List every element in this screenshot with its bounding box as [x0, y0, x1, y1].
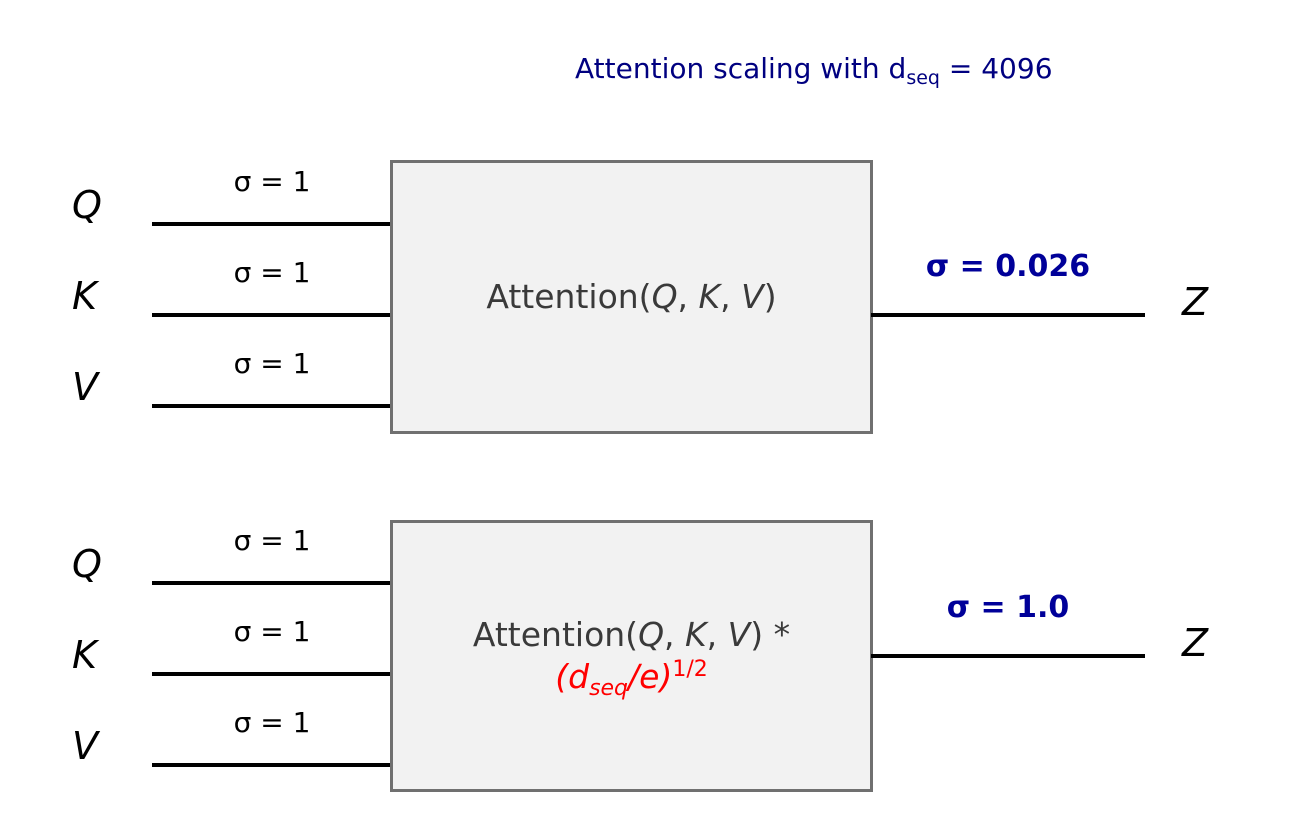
- port-label-z: Z: [1182, 621, 1209, 665]
- sigma-label-input-k: σ = 1: [233, 256, 311, 289]
- op-label-v: V: [727, 615, 751, 655]
- block-scaled-attention: σ = 1 σ = 1 σ = 1 Q K V Attention(Q, K, …: [0, 360, 1293, 828]
- scaled-attention-op-label: Attention(Q, K, V) * (dseq/e)1/2: [473, 614, 790, 701]
- wire-input-q: [152, 581, 392, 585]
- sigma-label-input-k: σ = 1: [233, 615, 311, 648]
- wire-input-k: [152, 672, 392, 676]
- op-label-sep1: ,: [677, 277, 699, 317]
- formula-subscript: seq: [589, 676, 629, 701]
- op-label-prefix: Attention(: [486, 277, 652, 317]
- op-label-sep1: ,: [664, 615, 686, 655]
- formula-mid: /e): [628, 657, 673, 696]
- port-label-k: K: [72, 633, 97, 677]
- op-label-suffix: ) *: [750, 615, 791, 655]
- port-label-z: Z: [1182, 280, 1209, 324]
- sigma-label-input-v: σ = 1: [233, 347, 311, 380]
- figure-title-prefix: Attention scaling with d: [575, 52, 907, 85]
- op-label-prefix: Attention(: [472, 615, 639, 655]
- figure-title: Attention scaling with dseq = 4096: [575, 52, 1053, 89]
- wire-input-v: [152, 763, 392, 767]
- wire-input-k: [152, 313, 392, 317]
- port-label-q: Q: [72, 183, 102, 227]
- attention-op-label: Attention(Q, K, V): [486, 276, 776, 318]
- sigma-label-output-z: σ = 0.026: [925, 249, 1091, 284]
- scale-factor-formula: (dseq/e)1/2: [473, 656, 790, 701]
- op-label-v: V: [741, 277, 764, 317]
- scaled-attention-op-box: Attention(Q, K, V) * (dseq/e)1/2: [390, 520, 873, 792]
- port-label-v: V: [72, 724, 98, 768]
- sigma-label-input-q: σ = 1: [233, 524, 311, 557]
- op-label-suffix: ): [763, 277, 777, 317]
- port-label-k: K: [72, 274, 97, 318]
- figure-title-suffix: = 4096: [939, 52, 1053, 85]
- sigma-label-input-q: σ = 1: [233, 165, 311, 198]
- wire-output-z: [871, 654, 1145, 658]
- op-label-q: Q: [638, 615, 665, 655]
- port-label-q: Q: [72, 542, 102, 586]
- block-unscaled-attention: σ = 1 σ = 1 σ = 1 Q K V Attention(Q, K, …: [72, 160, 1209, 434]
- sigma-label-input-v: σ = 1: [233, 706, 311, 739]
- formula-open: (d: [555, 657, 590, 696]
- wire-output-z: [871, 313, 1145, 317]
- formula-superscript: 1/2: [672, 657, 708, 682]
- op-label-k: K: [698, 277, 721, 317]
- op-label-sep2: ,: [706, 615, 728, 655]
- attention-op-box: Attention(Q, K, V): [390, 160, 873, 434]
- op-label-k: K: [685, 615, 707, 655]
- op-label-q: Q: [651, 277, 678, 317]
- op-label-sep2: ,: [720, 277, 742, 317]
- wire-input-q: [152, 222, 392, 226]
- figure-title-subscript: seq: [906, 67, 940, 89]
- wire-input-v: [152, 404, 392, 408]
- sigma-label-output-z: σ = 1.0: [946, 590, 1070, 625]
- port-label-v: V: [72, 365, 98, 409]
- op-label-line1: Attention(Q, K, V) *: [473, 614, 790, 656]
